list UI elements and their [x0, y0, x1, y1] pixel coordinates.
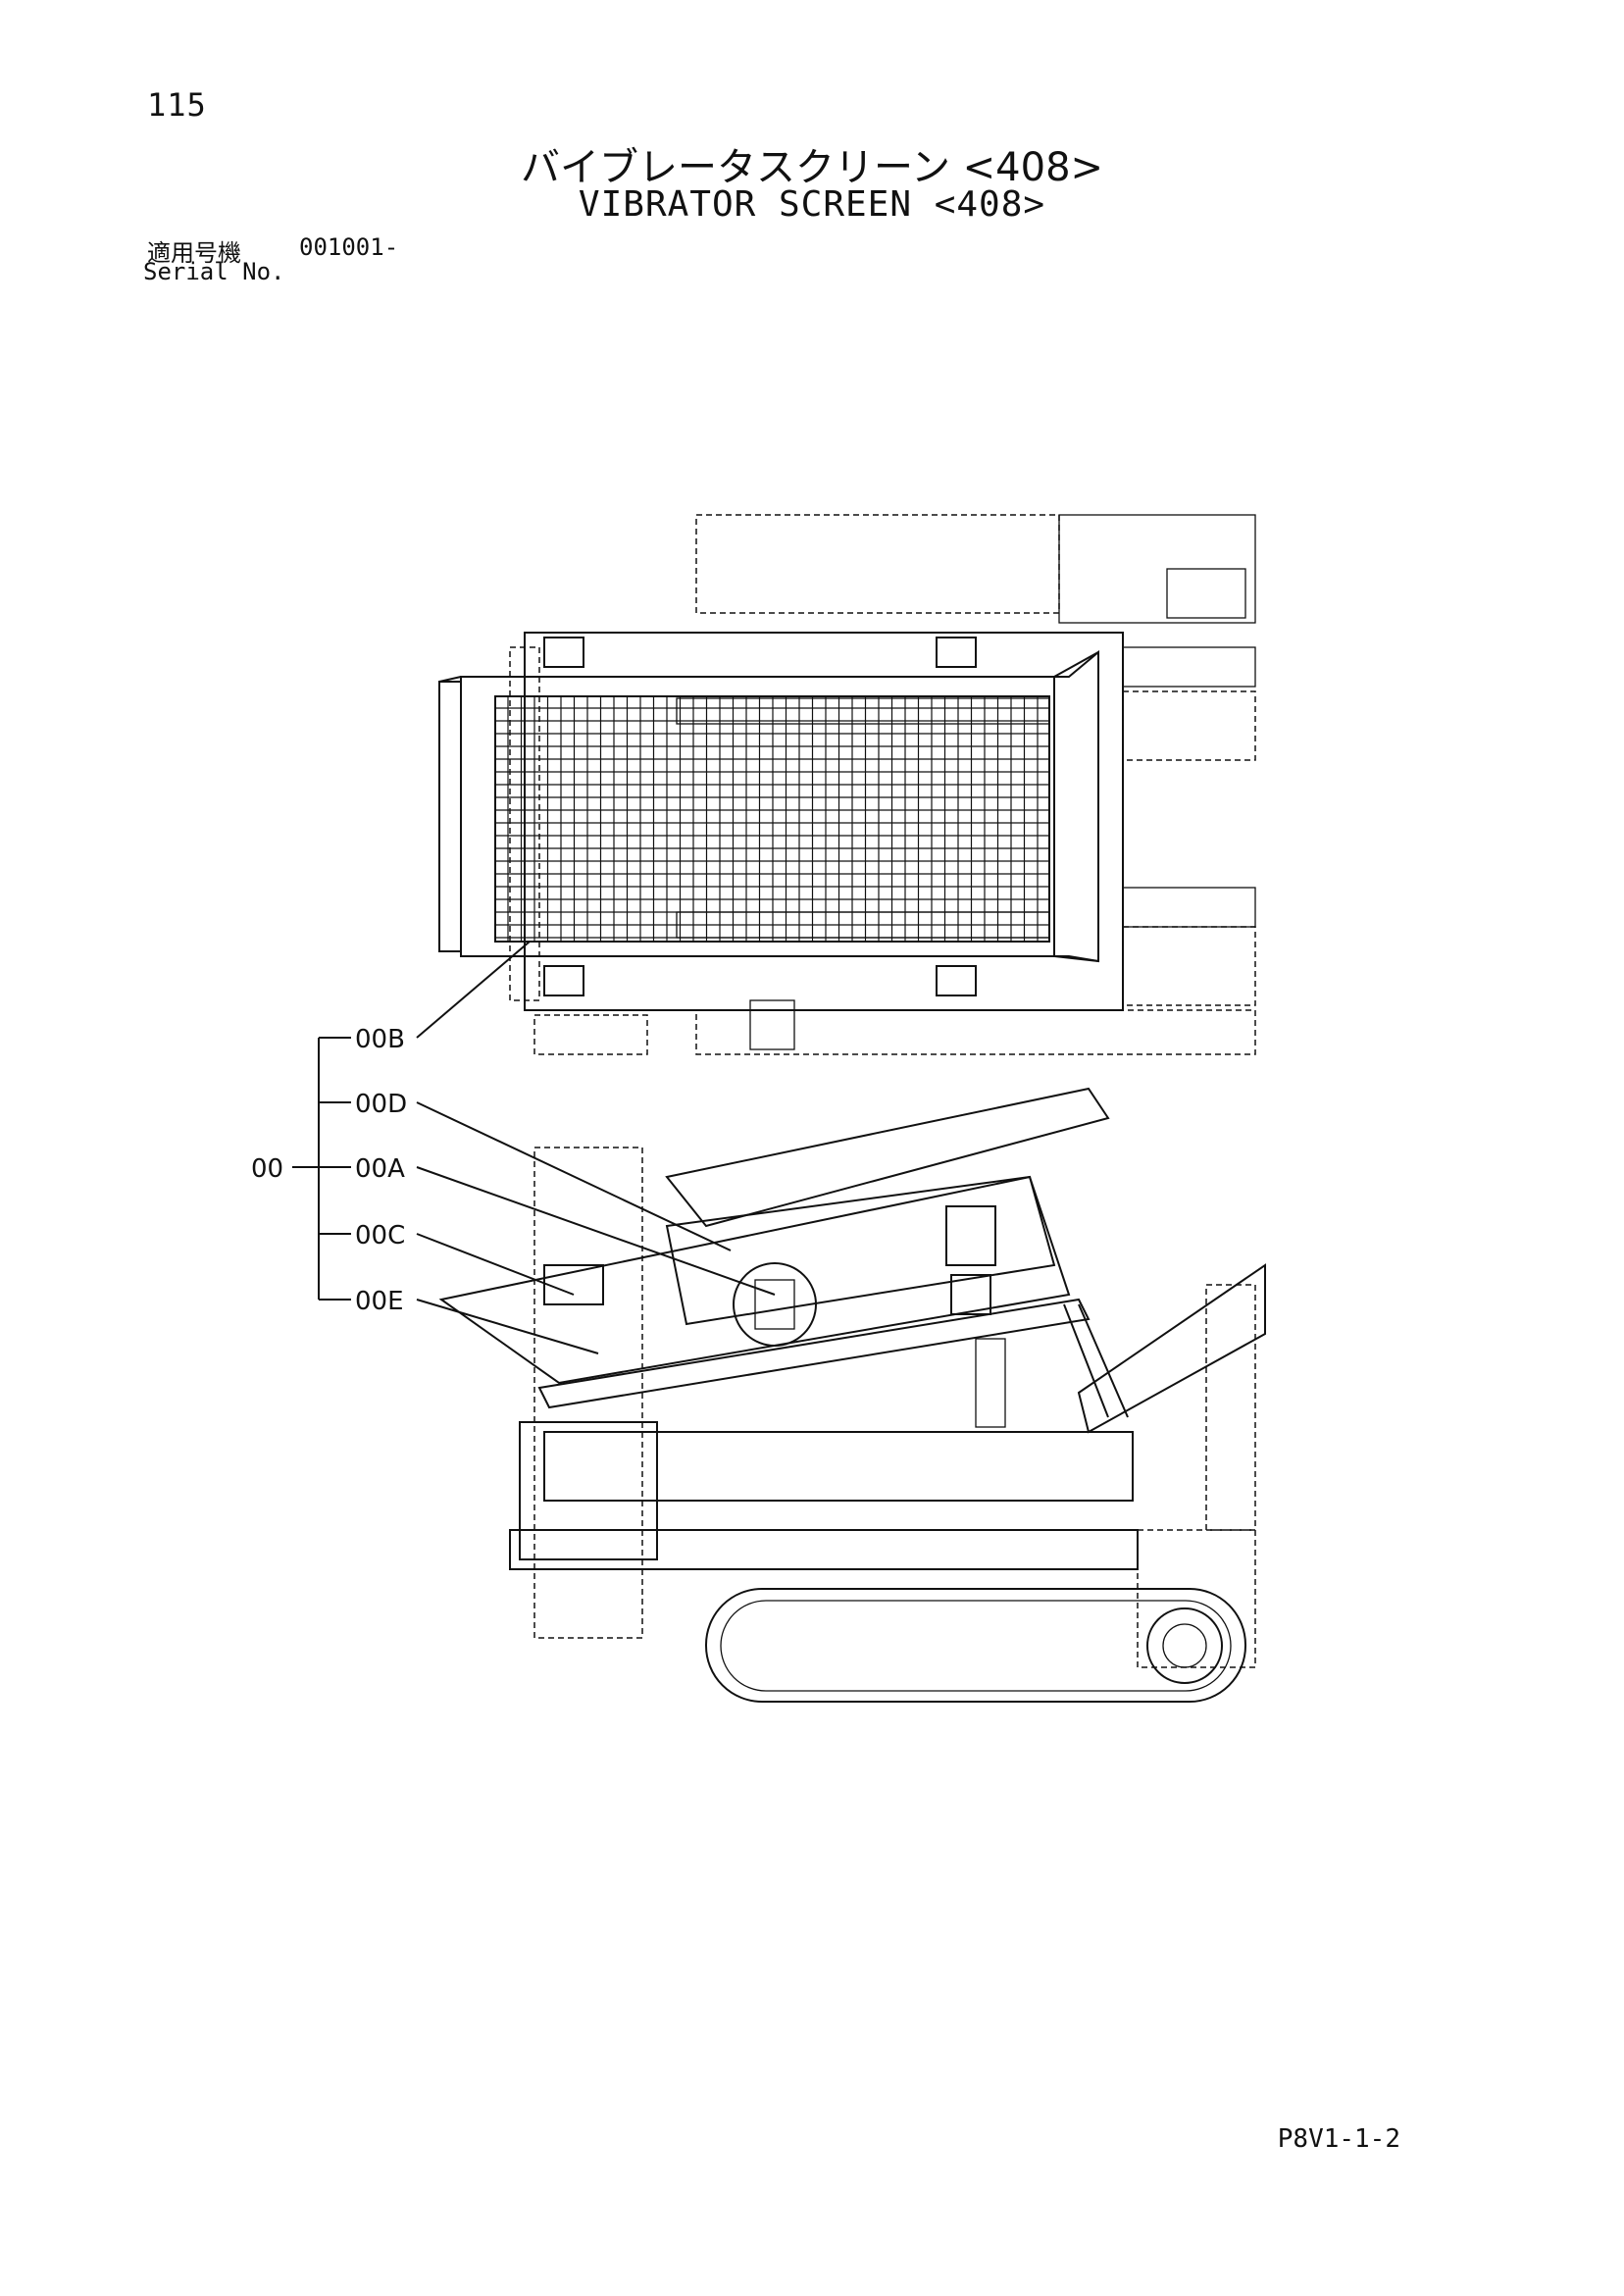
document-code: P8V1-1-2	[1277, 2124, 1400, 2154]
side-view-drawing	[438, 1087, 1266, 1703]
serial-label-english: Serial No.	[143, 258, 285, 285]
callout-00e-label: 00E	[355, 1287, 404, 1316]
callout-00c-label: 00C	[355, 1221, 405, 1250]
callout-00d-label: 00D	[355, 1090, 407, 1119]
page-number: 115	[147, 86, 207, 124]
title-english: VIBRATOR SCREEN <408>	[578, 184, 1046, 225]
callout-root-label: 00	[251, 1154, 283, 1184]
serial-number-value: 001001-	[299, 233, 399, 261]
serial-label-japanese: 適用号機	[147, 239, 241, 267]
callout-00b-label: 00B	[355, 1025, 405, 1054]
callout-00a-label: 00A	[355, 1154, 405, 1184]
top-view-drawing	[438, 514, 1256, 1055]
title-japanese: バイブレータスクリーン <408>	[520, 145, 1104, 190]
callout-tree: 00 00B 00D 00A 00C 00E	[251, 941, 776, 1354]
